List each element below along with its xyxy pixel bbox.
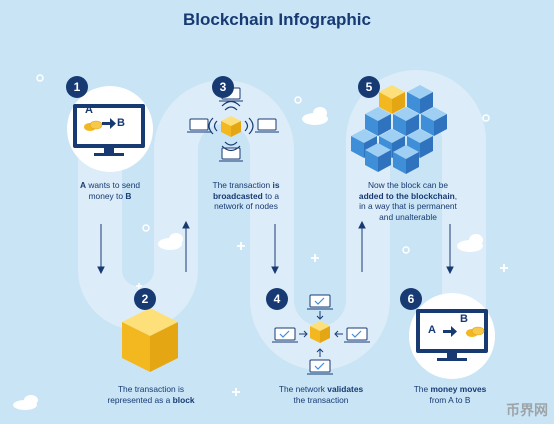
caption-segment: block (172, 394, 195, 405)
caption-segment: The transaction is (117, 384, 185, 394)
sender-label: A (85, 104, 93, 116)
step-1-number: 1 (66, 76, 88, 98)
caption-segment: network of nodes (214, 201, 278, 212)
caption-segment: , (454, 190, 458, 201)
chain-block (421, 107, 447, 136)
cloud-icon (13, 395, 38, 410)
chain-block (365, 143, 391, 172)
step-4-number: 4 (266, 288, 288, 310)
caption-segment: to a (262, 190, 280, 201)
caption-segment: money to (88, 190, 126, 201)
chain-block (407, 85, 433, 114)
step-4-validation-network-icon (272, 294, 370, 375)
step-3-number: 3 (212, 76, 234, 98)
step-1-computer-transfer-icon (67, 86, 153, 172)
coins-icon (466, 326, 485, 337)
caption-segment: the transaction (293, 394, 349, 405)
cloud-icon (158, 233, 183, 250)
flow-arrow (446, 224, 454, 275)
receiver-label: B (460, 313, 468, 325)
caption-segment: A (79, 180, 87, 190)
caption-segment: B (125, 190, 132, 201)
step-6-computer-transfer-icon (409, 293, 495, 379)
sparkle-decoration (36, 74, 508, 396)
flow-arrow (182, 220, 190, 272)
step-6-number: 6 (400, 288, 422, 310)
caption-segment: is (272, 180, 280, 190)
caption-segment: added to the blockchain (358, 190, 455, 201)
caption-segment: The transaction (212, 180, 273, 190)
caption-segment: The (413, 384, 431, 394)
caption-segment: and unalterable (379, 211, 437, 222)
caption-segment: broadcasted (212, 190, 263, 201)
cloud-icon (302, 107, 328, 125)
chain-block (365, 107, 391, 136)
step-2-number: 2 (134, 288, 156, 310)
page-title: Blockchain Infographic (183, 10, 371, 29)
caption-segment: validates (327, 384, 364, 394)
caption-segment: in a way that is permanent (359, 201, 457, 212)
flow-arrow (271, 224, 279, 275)
chain-block (393, 145, 419, 174)
caption-segment: represented as a (107, 394, 173, 405)
arrow-right-icon (102, 118, 116, 129)
step-5-number: 5 (358, 76, 380, 98)
caption-segment: money moves (430, 384, 487, 394)
caption-segment: from A to B (429, 394, 471, 405)
flow-arrow (97, 224, 105, 275)
cloud-icon (457, 234, 483, 252)
arrow-right-icon (443, 326, 457, 337)
watermark: 币界网 (506, 402, 548, 418)
receiver-label: B (117, 117, 125, 129)
chain-block (393, 107, 419, 136)
caption-segment: wants to send (86, 180, 141, 190)
coins-icon (84, 120, 103, 131)
step-2-gold-block-icon (122, 308, 178, 372)
caption-segment: Now the block can be (367, 180, 449, 190)
gold-block (379, 85, 405, 114)
caption-segment: The network (278, 384, 328, 394)
step-5-blockchain-cubes-icon (351, 85, 447, 174)
flow-arrow (358, 220, 366, 272)
sender-label: A (428, 324, 436, 336)
